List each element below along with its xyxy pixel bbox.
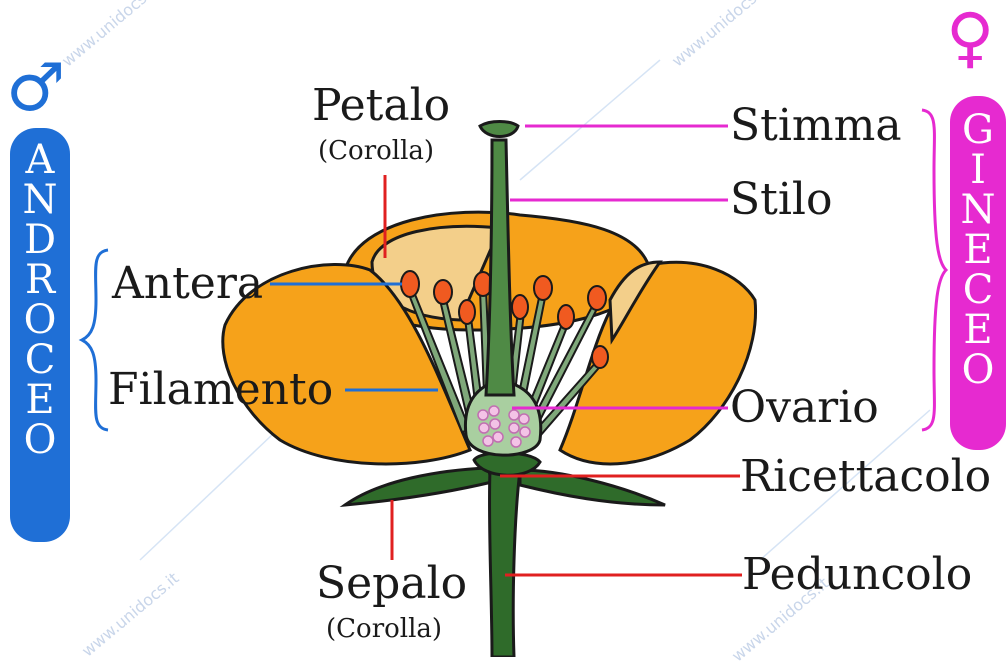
label-sepalo: Sepalo [316,562,467,606]
label-sepalo-sub: (Corolla) [326,616,442,642]
label-filamento: Filamento [108,368,333,412]
androceo-brace [82,250,108,430]
label-stilo: Stilo [730,178,832,222]
gineceo-letter: E [963,310,992,350]
androceo-letter: C [25,340,56,380]
gineceo-pill: G I N E C E O [950,96,1006,450]
male-symbol-icon: ♂ [6,55,65,121]
label-ovario: Ovario [730,386,879,430]
style [486,140,514,395]
gineceo-letter: E [963,230,992,270]
gineceo-letter: I [970,150,986,190]
androceo-pill: A N D R O C E O [10,128,70,542]
label-stimma: Stimma [730,104,902,148]
gineceo-letter: O [962,350,995,390]
androceo-letter: N [23,180,58,220]
gineceo-letters: G I N E C E O [950,110,1006,390]
androceo-letter: O [24,300,57,340]
androceo-letter: A [26,140,55,180]
androceo-letters: A N D R O C E O [10,140,70,460]
androceo-letter: E [25,380,54,420]
label-antera: Antera [112,262,263,306]
androceo-letter: D [24,220,56,260]
stigma [480,122,518,137]
gineceo-brace [922,110,946,430]
label-ricettacolo: Ricettacolo [740,455,991,499]
gineceo-letter: C [963,270,994,310]
peduncle [489,470,520,657]
label-peduncolo: Peduncolo [742,553,972,597]
androceo-letter: O [24,420,57,460]
androceo-letter: R [25,260,55,300]
female-symbol-icon: ♀ [946,5,994,71]
label-petalo-sub: (Corolla) [318,138,434,164]
gineceo-letter: G [962,110,994,150]
gineceo-letter: N [961,190,996,230]
label-petalo: Petalo [312,84,450,128]
